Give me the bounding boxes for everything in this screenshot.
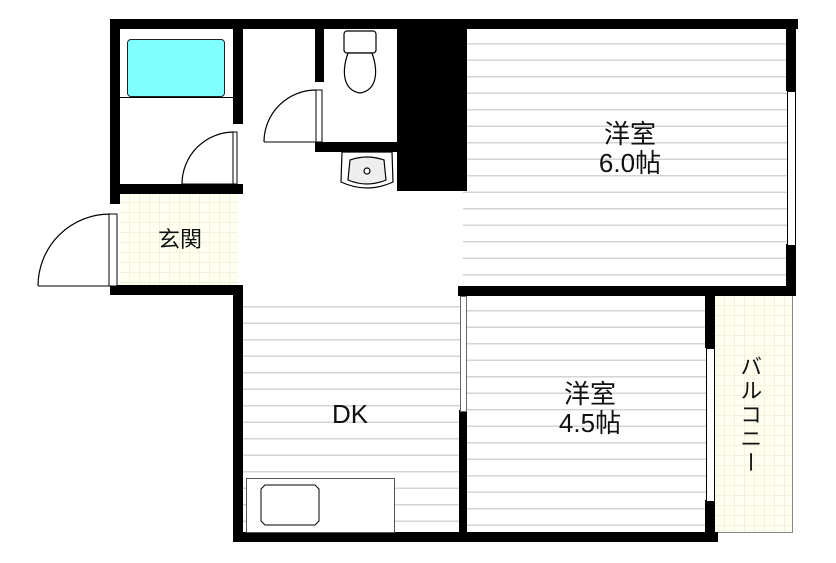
toilet-icon (343, 30, 377, 94)
western-room-large-floor (463, 28, 790, 286)
window-large-room[interactable] (787, 91, 796, 246)
kitchen-sink-icon (260, 484, 320, 526)
room-name: 洋室 (563, 379, 616, 409)
kitchen-counter (246, 478, 395, 533)
wall-bottom (233, 532, 718, 542)
western-room-small-floor (467, 295, 710, 533)
wall-right (786, 19, 796, 91)
wall-room-left-upper (455, 19, 467, 129)
room-name: 洋室 (603, 119, 656, 149)
wall-middle (458, 286, 796, 296)
room-size: 6.0帖 (598, 147, 662, 178)
wall-dk-left (233, 285, 243, 542)
dining-kitchen-label: DK (331, 399, 369, 429)
entrance-label: 玄関 (157, 227, 202, 252)
bath-door-icon[interactable] (180, 130, 240, 190)
balcony-label: バルコニー (737, 355, 763, 475)
window-small-room[interactable] (706, 348, 715, 502)
wall-small-room-left (459, 410, 467, 542)
entrance-door-icon[interactable] (36, 212, 121, 290)
wall-bath-right (233, 19, 243, 124)
western-room-large-label: 洋室 6.0帖 (560, 120, 700, 177)
washbasin-icon (340, 151, 394, 189)
toilet-door-icon[interactable] (262, 88, 323, 148)
wall-bath-bottom (110, 184, 243, 194)
bathtub-icon (120, 29, 233, 98)
balcony-floor (715, 296, 793, 533)
wall-toilet-bottom (315, 142, 397, 152)
wall-toilet-left (315, 19, 324, 82)
wall-small-room-right (705, 286, 715, 348)
entrance-floor (120, 193, 238, 285)
wall-right-lower (786, 244, 796, 296)
room-size: 4.5帖 (558, 407, 622, 438)
western-room-small-label: 洋室 4.5帖 (520, 380, 660, 437)
wall-bath-left (110, 19, 120, 204)
wall-small-room-right-lower (705, 500, 715, 542)
sliding-door-dk[interactable] (460, 296, 467, 412)
wall-entrance-bottom (110, 285, 243, 295)
